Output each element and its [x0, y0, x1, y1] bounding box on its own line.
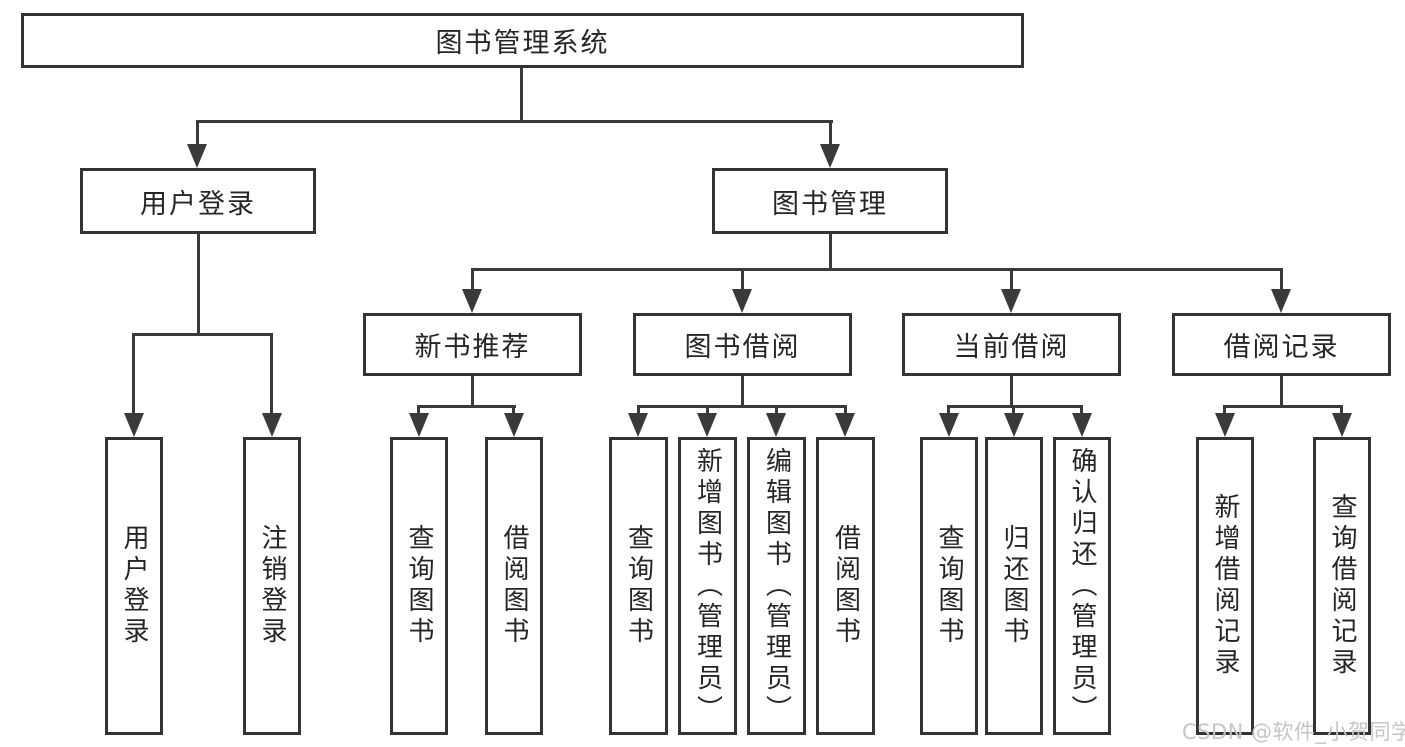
- arrow-down-icon: [697, 413, 717, 437]
- arrow-down-icon: [628, 413, 648, 437]
- arrow-down-icon: [409, 413, 429, 437]
- connector-vline: [1012, 405, 1015, 417]
- node-book-borrowing-label: 图书借阅: [684, 332, 801, 363]
- connector-vline: [471, 374, 474, 407]
- leaf-add-borrow-record: 新增借阅记录: [1196, 437, 1254, 735]
- connector-vline: [1340, 405, 1343, 417]
- leaf-logout-login: 注销登录: [243, 437, 301, 735]
- connector-vline: [1280, 268, 1283, 291]
- connector-vline: [829, 232, 832, 270]
- leaf-edit-books-admin: 编辑图书（管理员）: [747, 437, 806, 735]
- arrow-down-icon: [1332, 413, 1352, 437]
- leaf-confirm-return-admin-label: 确认归还（管理员）: [1067, 446, 1097, 726]
- node-current-borrowing: 当前借阅: [902, 313, 1121, 376]
- leaf-query-books-current: 查询图书: [920, 437, 978, 735]
- leaf-query-books-borrowing-label: 查询图书: [623, 524, 654, 648]
- connector-vline: [132, 333, 135, 415]
- leaf-confirm-return-admin: 确认归还（管理员）: [1053, 437, 1111, 735]
- arrow-down-icon: [1001, 289, 1021, 313]
- arrow-down-icon: [504, 413, 524, 437]
- arrow-down-icon: [462, 289, 482, 313]
- connector-vline: [1010, 268, 1013, 291]
- arrow-down-icon: [732, 289, 752, 313]
- connector-vline: [471, 268, 474, 291]
- leaf-query-books-recommend-label: 查询图书: [404, 524, 434, 648]
- connector-vline: [1010, 374, 1013, 407]
- connector-vline: [512, 405, 515, 417]
- leaf-query-borrow-record-label: 查询借阅记录: [1327, 493, 1357, 679]
- connector-hline: [637, 405, 847, 408]
- connector-vline: [1223, 405, 1226, 417]
- connector-vline: [775, 405, 778, 417]
- node-book-management: 图书管理: [712, 168, 948, 234]
- connector-hline: [947, 405, 1083, 408]
- connector-vline: [637, 405, 640, 417]
- connector-vline: [196, 120, 199, 146]
- node-borrowing-records: 借阅记录: [1172, 313, 1391, 376]
- connector-vline: [1080, 405, 1083, 417]
- connector-hline: [417, 405, 516, 408]
- connector-hline: [471, 268, 1282, 271]
- leaf-logout-login-label: 注销登录: [257, 524, 287, 648]
- leaf-add-borrow-record-label: 新增借阅记录: [1210, 493, 1240, 679]
- arrow-down-icon: [766, 413, 786, 437]
- connector-vline: [741, 374, 744, 407]
- connector-vline: [197, 232, 200, 335]
- arrow-down-icon: [820, 144, 840, 168]
- connector-hline: [1223, 405, 1343, 408]
- connector-vline: [706, 405, 709, 417]
- arrow-down-icon: [939, 413, 959, 437]
- connector-vline: [741, 268, 744, 291]
- arrow-down-icon: [835, 413, 855, 437]
- node-new-book-recommendation-label: 新书推荐: [414, 332, 531, 363]
- leaf-user-login-label: 用户登录: [119, 524, 149, 648]
- connector-vline: [844, 405, 847, 417]
- leaf-query-books-recommend: 查询图书: [390, 437, 448, 735]
- node-library-system-label: 图书管理系统: [435, 28, 610, 59]
- arrow-down-icon: [124, 413, 144, 437]
- leaf-query-borrow-record: 查询借阅记录: [1313, 437, 1371, 735]
- arrow-down-icon: [1004, 413, 1024, 437]
- arrow-down-icon: [262, 413, 282, 437]
- leaf-query-books-current-label: 查询图书: [934, 524, 964, 648]
- leaf-user-login: 用户登录: [105, 437, 163, 735]
- leaf-edit-books-admin-label: 编辑图书（管理员）: [761, 446, 792, 726]
- connector-vline: [1280, 374, 1283, 407]
- leaf-return-books: 归还图书: [985, 437, 1043, 735]
- leaf-add-books-admin: 新增图书（管理员）: [678, 437, 737, 735]
- watermark: CSDN @软件_小贺同学: [1182, 720, 1405, 744]
- connector-vline: [829, 120, 832, 146]
- leaf-borrow-books-recommend-label: 借阅图书: [499, 524, 529, 648]
- leaf-borrow-books-borrowing-label: 借阅图书: [830, 524, 861, 648]
- leaf-return-books-label: 归还图书: [999, 524, 1029, 648]
- connector-hline: [132, 333, 273, 336]
- arrow-down-icon: [187, 144, 207, 168]
- node-user-login: 用户登录: [80, 168, 316, 234]
- arrow-down-icon: [1271, 289, 1291, 313]
- arrow-down-icon: [1072, 413, 1092, 437]
- connector-vline: [947, 405, 950, 417]
- leaf-query-books-borrowing: 查询图书: [609, 437, 668, 735]
- leaf-borrow-books-borrowing: 借阅图书: [816, 437, 875, 735]
- connector-vline: [417, 405, 420, 417]
- node-borrowing-records-label: 借阅记录: [1223, 332, 1340, 363]
- arrow-down-icon: [1215, 413, 1235, 437]
- node-user-login-label: 用户登录: [140, 188, 256, 220]
- node-book-borrowing: 图书借阅: [633, 313, 852, 376]
- connector-hline: [196, 120, 833, 123]
- connector-vline: [520, 66, 523, 122]
- leaf-add-books-admin-label: 新增图书（管理员）: [692, 446, 723, 726]
- node-book-management-label: 图书管理: [772, 188, 888, 220]
- node-new-book-recommendation: 新书推荐: [363, 313, 582, 376]
- node-current-borrowing-label: 当前借阅: [953, 332, 1070, 363]
- connector-vline: [270, 333, 273, 415]
- leaf-borrow-books-recommend: 借阅图书: [485, 437, 543, 735]
- node-library-system: 图书管理系统: [21, 13, 1024, 68]
